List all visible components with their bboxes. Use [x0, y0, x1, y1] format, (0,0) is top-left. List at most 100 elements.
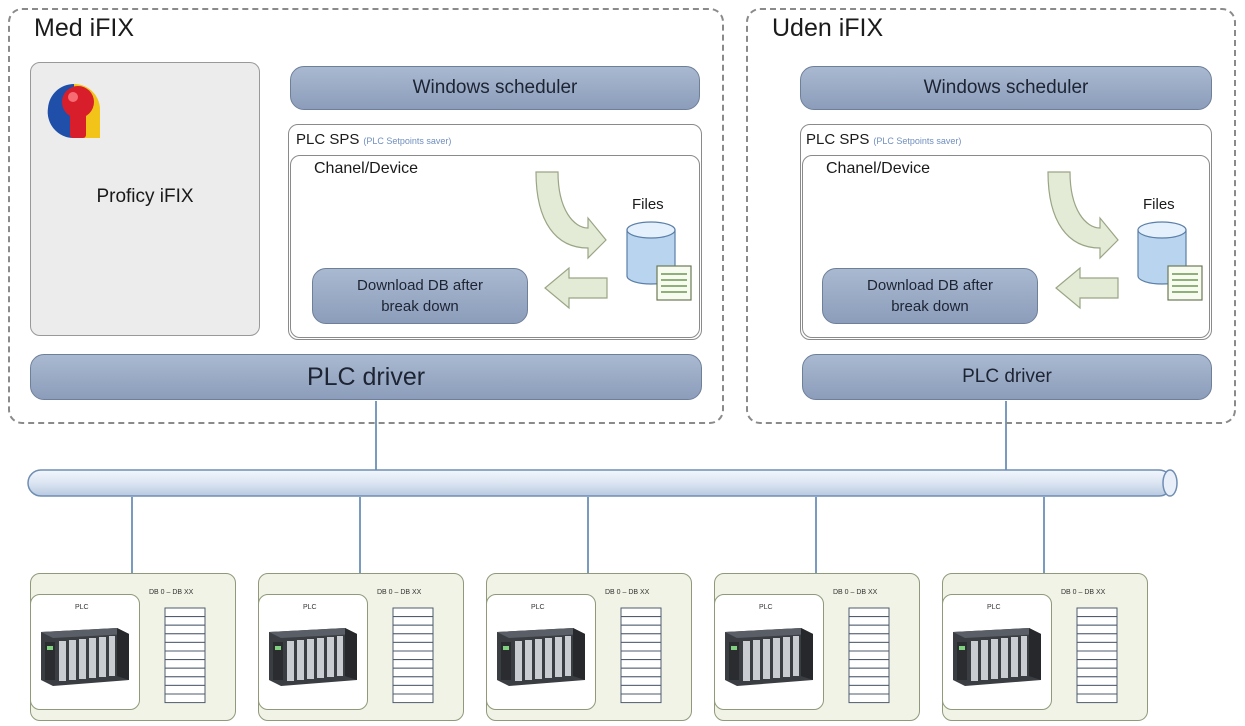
med-plc-sps-subtitle: (PLC Setpoints saver): [363, 136, 452, 146]
db-cell: [164, 659, 206, 669]
db-cell: [848, 667, 890, 678]
db-cell: [848, 624, 890, 635]
plc-rack-icon: [497, 628, 585, 686]
db-cell: [620, 693, 662, 704]
db-cell: [392, 693, 434, 704]
med-restore-arrow-icon: [544, 266, 608, 310]
med-download-db-button[interactable]: Download DB after break down: [312, 268, 528, 324]
plc-db-label: DB 0 – DB XX: [833, 589, 878, 596]
db-cell: [164, 650, 206, 661]
med-plc-sps-title: PLC SPS(PLC Setpoints saver): [296, 131, 451, 148]
plc-rack-icon: [725, 628, 813, 686]
plc-unit-5[interactable]: PLC DB 0 – DB XX: [942, 573, 1148, 721]
db-cell: [1076, 607, 1118, 618]
med-ifix-title: Med iFIX: [34, 14, 135, 42]
db-cell: [848, 650, 890, 661]
uden-plc-sps-title: PLC SPS(PLC Setpoints saver): [806, 131, 961, 148]
uden-download-db-button[interactable]: Download DB after break down: [822, 268, 1038, 324]
plc-db-stack-icon: [848, 607, 890, 704]
db-cell: [1076, 684, 1118, 695]
db-cell: [164, 693, 206, 704]
db-cell: [1076, 624, 1118, 635]
db-cell: [392, 633, 434, 643]
db-cell: [164, 624, 206, 635]
plc-db-stack-icon: [1076, 607, 1118, 704]
db-cell: [392, 624, 434, 635]
plc-rack-icon: [953, 628, 1041, 686]
db-cell: [848, 616, 890, 626]
db-cell: [620, 616, 662, 626]
db-cell: [620, 676, 662, 686]
plc-unit-2[interactable]: PLC DB 0 – DB XX: [258, 573, 464, 721]
db-cell: [392, 607, 434, 618]
med-ifix-group: [8, 8, 724, 424]
uden-plc-sps-subtitle: (PLC Setpoints saver): [873, 136, 962, 146]
uden-windows-scheduler[interactable]: Windows scheduler: [800, 66, 1212, 110]
uden-ifix-group: [746, 8, 1236, 424]
network-bus: [27, 469, 1178, 497]
db-cell: [1076, 616, 1118, 626]
proficy-logo-icon: [47, 83, 100, 139]
db-cell: [848, 693, 890, 704]
db-cell: [164, 607, 206, 618]
db-cell: [620, 641, 662, 652]
med-save-arrow-icon: [535, 171, 607, 260]
uden-ifix-title: Uden iFIX: [772, 14, 884, 42]
plc-db-label: DB 0 – DB XX: [377, 589, 422, 596]
db-cell: [164, 633, 206, 643]
db-cell: [848, 659, 890, 669]
db-cell: [1076, 676, 1118, 686]
plc-rack-icon: [269, 628, 357, 686]
uden-download-line2: break down: [891, 298, 969, 315]
uden-files-label: Files: [1143, 196, 1175, 213]
med-download-line1: Download DB after: [357, 277, 483, 294]
db-cell: [620, 607, 662, 618]
uden-files-db-icon: [1137, 221, 1203, 301]
db-cell: [620, 667, 662, 678]
plc-unit-4[interactable]: PLC DB 0 – DB XX: [714, 573, 920, 721]
med-plc-driver[interactable]: PLC driver: [30, 354, 702, 400]
med-channel-device-title: Chanel/Device: [314, 160, 419, 177]
db-cell: [848, 676, 890, 686]
db-cell: [620, 624, 662, 635]
db-cell: [392, 641, 434, 652]
uden-save-arrow-icon: [1047, 171, 1119, 260]
db-cell: [1076, 633, 1118, 643]
db-cell: [392, 616, 434, 626]
med-download-line2: break down: [381, 298, 459, 315]
db-cell: [1076, 650, 1118, 661]
db-cell: [1076, 659, 1118, 669]
db-cell: [392, 659, 434, 669]
plc-label: PLC: [531, 604, 545, 611]
db-cell: [164, 616, 206, 626]
db-cell: [164, 667, 206, 678]
db-cell: [1076, 641, 1118, 652]
db-cell: [392, 650, 434, 661]
plc-db-stack-icon: [164, 607, 206, 704]
plc-label: PLC: [303, 604, 317, 611]
db-cell: [620, 684, 662, 695]
plc-label: PLC: [75, 604, 89, 611]
med-files-label: Files: [632, 196, 664, 213]
plc-unit-3[interactable]: PLC DB 0 – DB XX: [486, 573, 692, 721]
proficy-ifix-label: Proficy iFIX: [96, 186, 194, 207]
plc-db-label: DB 0 – DB XX: [1061, 589, 1106, 596]
db-cell: [848, 607, 890, 618]
plc-unit-1[interactable]: PLC DB 0 – DB XX: [30, 573, 236, 721]
db-cell: [620, 659, 662, 669]
plc-db-stack-icon: [620, 607, 662, 704]
db-cell: [164, 684, 206, 695]
db-cell: [1076, 667, 1118, 678]
med-windows-scheduler[interactable]: Windows scheduler: [290, 66, 700, 110]
plc-db-label: DB 0 – DB XX: [149, 589, 194, 596]
db-cell: [164, 676, 206, 686]
med-plc-sps-name: PLC SPS: [296, 131, 360, 148]
db-cell: [392, 676, 434, 686]
uden-download-line1: Download DB after: [867, 277, 993, 294]
db-cell: [1076, 693, 1118, 704]
plc-db-stack-icon: [392, 607, 434, 704]
db-cell: [620, 633, 662, 643]
uden-plc-driver[interactable]: PLC driver: [802, 354, 1212, 400]
plc-label: PLC: [987, 604, 1001, 611]
